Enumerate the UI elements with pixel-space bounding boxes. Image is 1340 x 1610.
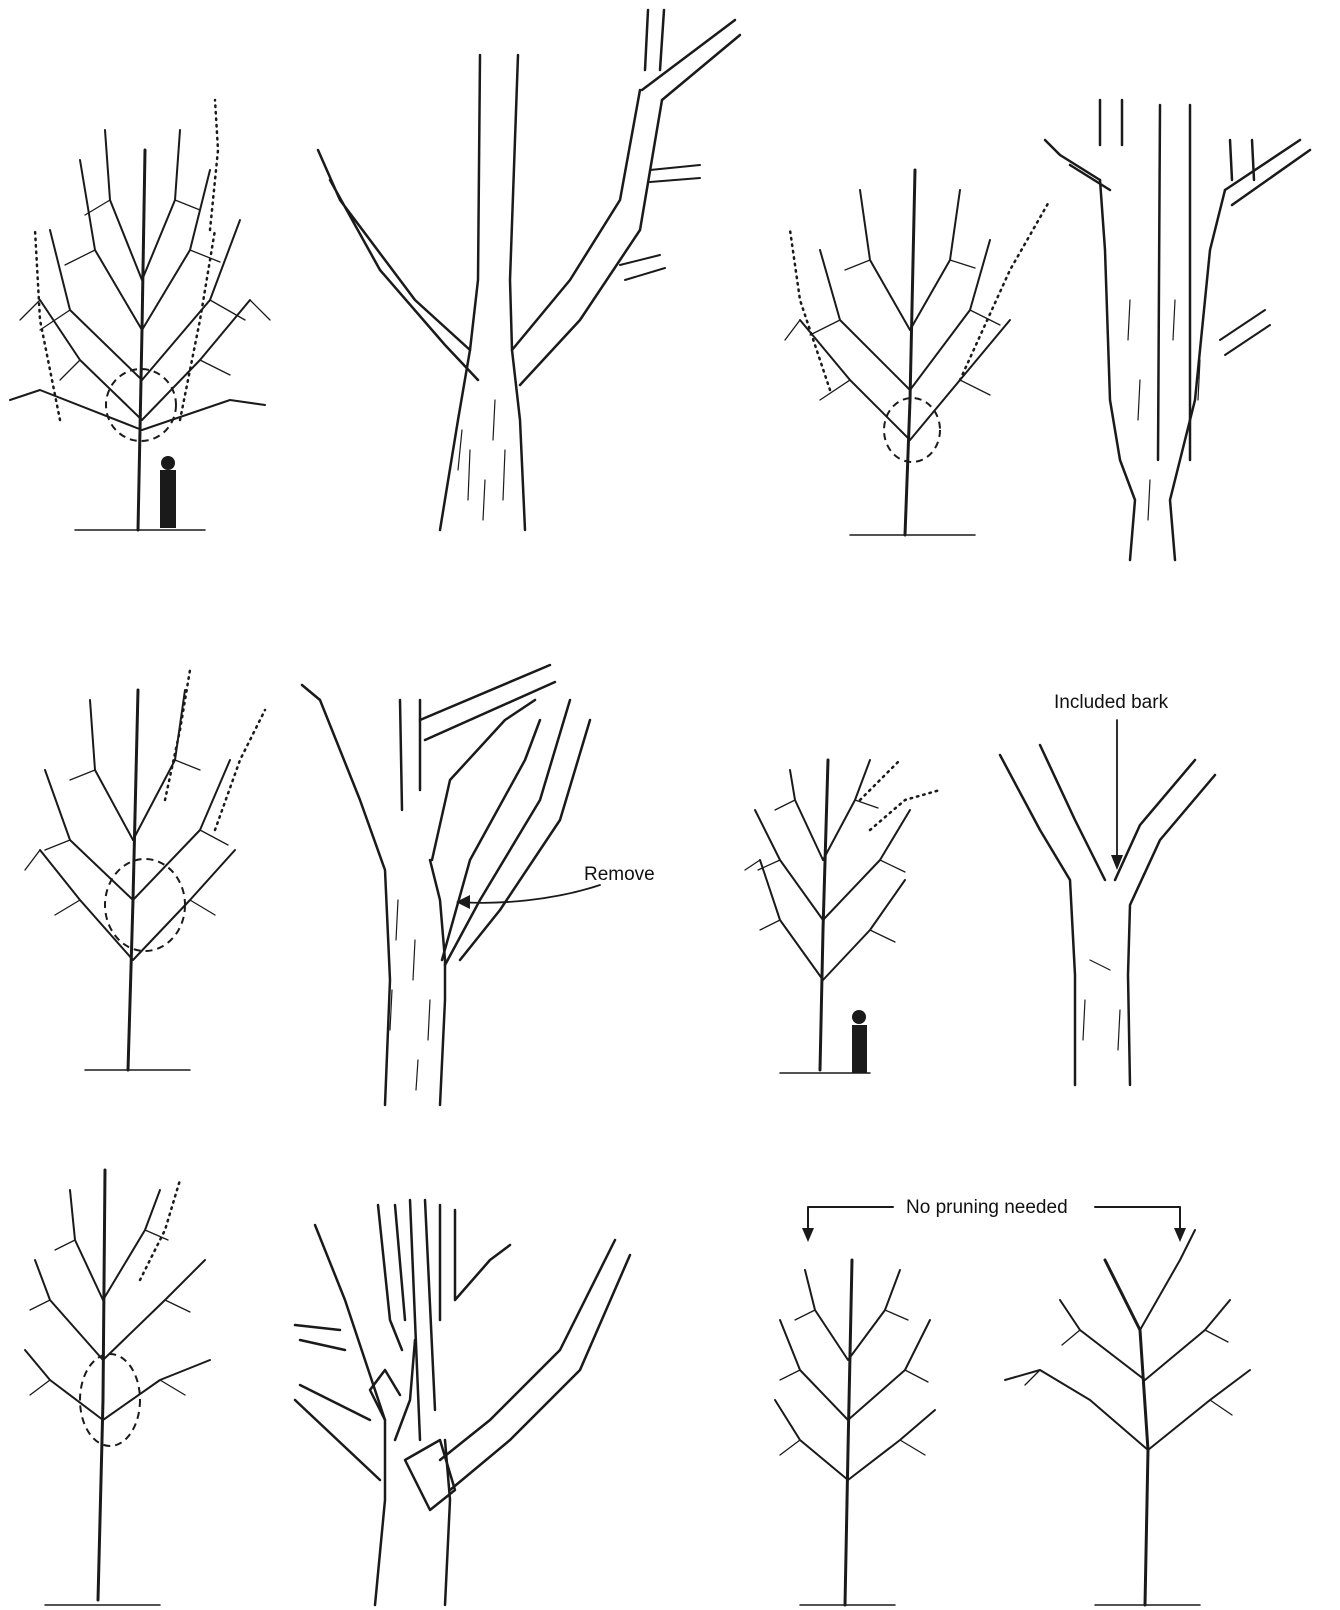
person-figure-icon (160, 470, 176, 528)
tree-row1-left (10, 100, 270, 530)
branch-detail-row1-left (318, 10, 740, 530)
branch-detail-row2-right: Included bark (1000, 692, 1215, 1085)
tree-row2-middle (745, 760, 940, 1073)
tree-row1-middle (785, 170, 1050, 535)
tree-row2-left (25, 670, 265, 1070)
remove-label: Remove (584, 864, 655, 885)
tree-row3-right (1005, 1230, 1250, 1605)
branch-detail-row2-left: Remove (302, 665, 655, 1105)
branch-detail-row3-left (295, 1200, 630, 1605)
no-pruning-callout: No pruning needed (802, 1197, 1186, 1242)
no-pruning-needed-label: No pruning needed (906, 1197, 1068, 1218)
branch-detail-row1-right (1045, 100, 1310, 560)
included-bark-label: Included bark (1054, 692, 1169, 713)
person-figure-icon (852, 1025, 867, 1073)
tree-row3-middle (775, 1260, 935, 1605)
tree-row3-left (25, 1170, 210, 1605)
